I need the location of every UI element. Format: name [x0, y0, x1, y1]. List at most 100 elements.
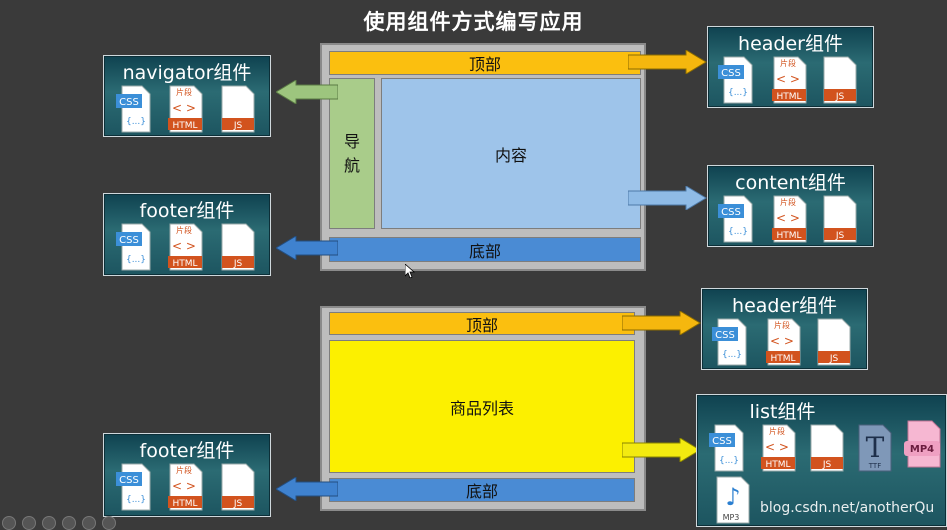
- html-snippet-icon: 片段 < > HTML: [770, 194, 808, 244]
- layout1-content-region: 内容: [381, 78, 641, 229]
- header-component-card-2: header组件 CSS{...} 片段< >HTML JS: [701, 288, 868, 370]
- arrow-header1: [628, 50, 707, 74]
- svg-text:{...}: {...}: [728, 88, 748, 98]
- svg-text:片段: 片段: [176, 465, 192, 475]
- arrow-header2: [622, 311, 701, 335]
- layout2-footer-region: 底部: [329, 478, 635, 502]
- header1-card-title: header组件: [738, 33, 843, 55]
- layout2-header-label: 顶部: [465, 315, 498, 335]
- html-snippet-icon: 片段< >HTML: [759, 423, 797, 473]
- menu-button[interactable]: [102, 516, 116, 530]
- svg-text:CSS: CSS: [119, 475, 139, 486]
- layout2-list-region: 商品列表: [329, 340, 635, 473]
- js-file-icon: JS: [820, 55, 858, 105]
- svg-text:CSS: CSS: [721, 68, 741, 79]
- js-file-icon: JS: [820, 194, 858, 244]
- html-snippet-icon: 片段< >HTML: [166, 462, 204, 512]
- svg-text:< >: < >: [770, 334, 794, 348]
- svg-text:HTML: HTML: [776, 231, 801, 241]
- page-layout-2: 顶部 商品列表 底部: [320, 306, 646, 511]
- css-file-icon: CSS {...}: [114, 462, 152, 512]
- svg-text:HTML: HTML: [172, 121, 197, 131]
- layout2-list-label: 商品列表: [449, 398, 514, 418]
- header-component-card-1: header组件 CSS{...} 片段< >HTML JS: [707, 26, 874, 108]
- svg-text:MP4: MP4: [910, 444, 934, 455]
- svg-text:HTML: HTML: [172, 499, 197, 509]
- nav-char-1: 导: [343, 131, 360, 151]
- prev-slide-button[interactable]: [2, 516, 16, 530]
- watermark: blog.csdn.net/anotherQu: [760, 500, 935, 516]
- next-slide-button[interactable]: [22, 516, 36, 530]
- zoom-button[interactable]: [82, 516, 96, 530]
- header2-card-title: header组件: [732, 295, 837, 317]
- audio-file-icon: ♪ MP3: [713, 475, 751, 525]
- arrow-footer2: [276, 477, 338, 501]
- nav-char-2: 航: [343, 155, 360, 175]
- svg-text:HTML: HTML: [172, 259, 197, 269]
- svg-text:{...}: {...}: [126, 495, 146, 505]
- js-file-icon: JS: [218, 84, 256, 134]
- svg-text:HTML: HTML: [770, 354, 795, 364]
- layout1-footer-label: 底部: [468, 241, 501, 261]
- layout1-nav-region: 导 航: [329, 78, 375, 229]
- html-snippet-icon: 片段< >HTML: [770, 55, 808, 105]
- arrow-footer1: [276, 236, 338, 260]
- layout1-nav-label: 导 航: [344, 130, 360, 178]
- svg-text:< >: < >: [776, 72, 800, 86]
- svg-text:CSS: CSS: [712, 436, 732, 447]
- svg-text:片段: 片段: [780, 197, 796, 207]
- svg-text:< >: < >: [172, 239, 196, 253]
- diagram-title: 使用组件方式编写应用: [363, 10, 584, 34]
- footer-component-card-2: footer组件 CSS {...} 片段< >HTML JS: [103, 433, 271, 517]
- svg-text:{...}: {...}: [719, 456, 739, 466]
- content-card-title: content组件: [735, 172, 846, 194]
- css-file-icon: CSS {...}: [716, 194, 754, 244]
- arrow-navigator: [276, 80, 338, 104]
- css-file-icon: CSS {...}: [707, 423, 745, 473]
- mouse-cursor-icon: [405, 264, 415, 278]
- svg-text:CSS: CSS: [119, 97, 139, 108]
- pen-tool-button[interactable]: [42, 516, 56, 530]
- layout1-footer-region: 底部: [329, 237, 641, 262]
- svg-text:JS: JS: [233, 499, 243, 509]
- svg-text:片段: 片段: [176, 225, 192, 235]
- svg-text:JS: JS: [835, 92, 845, 102]
- layout2-footer-label: 底部: [465, 482, 498, 501]
- svg-text:CSS: CSS: [721, 207, 741, 218]
- layout1-header-label: 顶部: [468, 55, 501, 74]
- layout2-header-region: 顶部: [329, 312, 635, 335]
- svg-text:MP3: MP3: [723, 513, 740, 522]
- svg-text:♪: ♪: [725, 483, 740, 511]
- svg-text:片段: 片段: [780, 58, 796, 68]
- svg-text:片段: 片段: [176, 87, 192, 97]
- js-file-icon: JS: [807, 423, 845, 473]
- css-file-icon: CSS{...}: [710, 317, 748, 367]
- svg-text:片段: 片段: [769, 426, 785, 436]
- slideshow-toolbar: [2, 516, 116, 530]
- svg-text:JS: JS: [829, 354, 839, 364]
- svg-text:JS: JS: [835, 231, 845, 241]
- footer1-card-title: footer组件: [139, 200, 235, 222]
- html-snippet-icon: 片段< >HTML: [764, 317, 802, 367]
- svg-text:HTML: HTML: [765, 460, 790, 470]
- footer2-card-title: footer组件: [139, 440, 235, 462]
- svg-text:CSS: CSS: [119, 235, 139, 246]
- video-file-icon: MP4: [904, 419, 942, 469]
- list-card-title: list组件: [749, 401, 816, 423]
- arrow-list: [622, 438, 701, 462]
- layout1-content-label: 内容: [494, 145, 527, 165]
- css-file-icon: CSS{...}: [114, 84, 152, 134]
- css-file-icon: CSS {...}: [716, 55, 754, 105]
- svg-text:< >: < >: [776, 211, 800, 225]
- slides-overview-button[interactable]: [62, 516, 76, 530]
- content-component-card: content组件 CSS {...} 片段 < > HTML JS: [707, 165, 874, 247]
- footer-component-card-1: footer组件 CSS{...} 片段< >HTML JS: [103, 193, 271, 276]
- svg-text:T: T: [866, 431, 885, 464]
- svg-text:{...}: {...}: [728, 227, 748, 237]
- arrow-content: [628, 186, 707, 210]
- html-snippet-icon: 片段 < > HTML: [166, 222, 204, 272]
- svg-text:JS: JS: [233, 121, 243, 131]
- navigator-card-title: navigator组件: [122, 62, 252, 84]
